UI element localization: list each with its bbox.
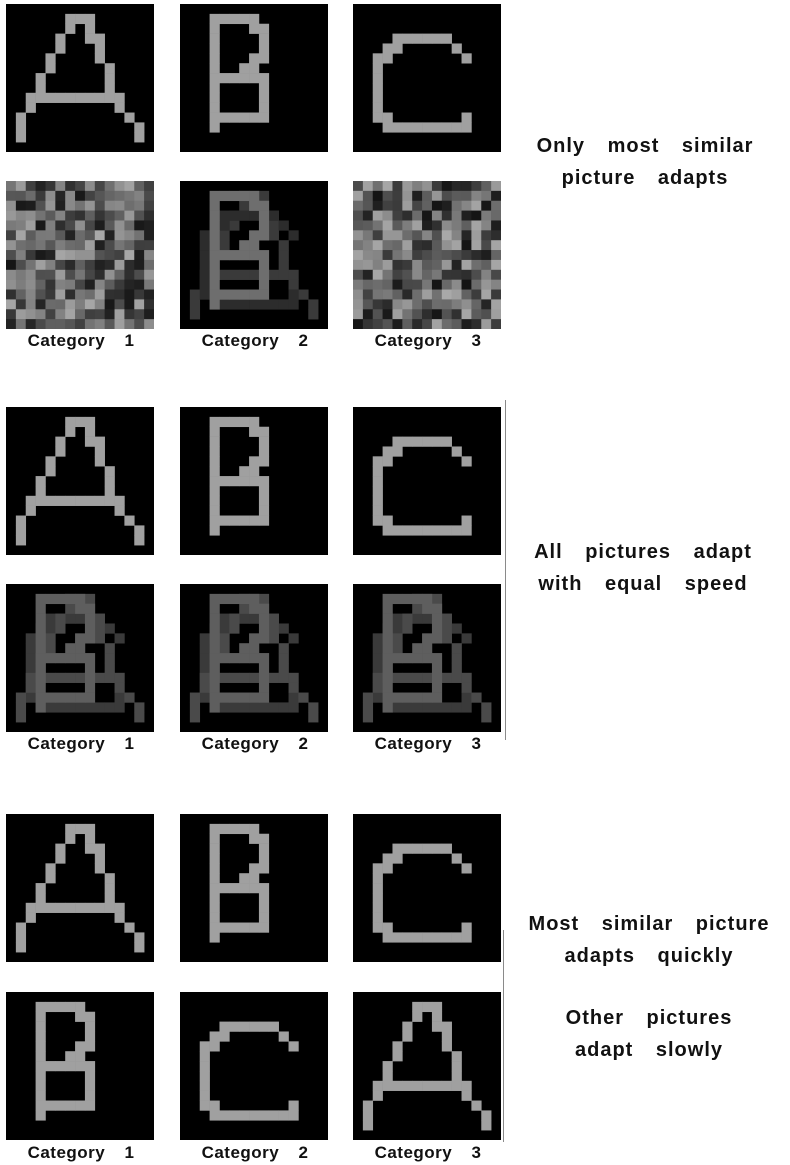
caption-line: picture adapts bbox=[510, 162, 780, 194]
letter-b-glyph bbox=[180, 814, 328, 962]
top-tile-a bbox=[6, 814, 154, 962]
bracket-line bbox=[503, 930, 504, 1142]
letter-a-glyph bbox=[6, 4, 154, 152]
noise-image bbox=[6, 181, 154, 329]
panel-caption: All pictures adapt with equal speed bbox=[508, 536, 778, 600]
letter-c-glyph bbox=[353, 814, 501, 962]
top-tile-b bbox=[180, 407, 328, 555]
letter-c-glyph bbox=[353, 407, 501, 555]
category-label: Category 1 bbox=[0, 734, 166, 754]
top-tile-c bbox=[353, 407, 501, 555]
category-1-tile bbox=[6, 181, 154, 329]
category-2-tile bbox=[180, 584, 328, 732]
category-label: Category 1 bbox=[0, 1143, 166, 1163]
letter-b-glyph bbox=[180, 4, 328, 152]
letter-b-glyph bbox=[6, 992, 154, 1140]
blended-abc-image bbox=[180, 584, 328, 732]
category-2-tile bbox=[180, 181, 328, 329]
category-2-tile bbox=[180, 992, 328, 1140]
blended-abc-image bbox=[353, 584, 501, 732]
caption-line: Only most similar bbox=[510, 130, 780, 162]
top-tile-c bbox=[353, 814, 501, 962]
caption-line: Other pictures bbox=[508, 1002, 790, 1034]
top-tile-b bbox=[180, 4, 328, 152]
caption-line: All pictures adapt bbox=[508, 536, 778, 568]
category-label: Category 3 bbox=[343, 734, 513, 754]
category-label: Category 1 bbox=[0, 331, 166, 351]
caption-line: adapts quickly bbox=[508, 940, 790, 972]
letter-a-glyph bbox=[353, 992, 501, 1140]
category-3-tile bbox=[353, 992, 501, 1140]
panel-caption: Only most similar picture adapts bbox=[510, 130, 780, 194]
noise-image bbox=[353, 181, 501, 329]
letter-c-glyph bbox=[180, 992, 328, 1140]
bracket-line bbox=[505, 400, 506, 740]
top-tile-b bbox=[180, 814, 328, 962]
letter-b-glyph bbox=[180, 407, 328, 555]
top-tile-a bbox=[6, 407, 154, 555]
category-label: Category 2 bbox=[170, 734, 340, 754]
category-label: Category 2 bbox=[170, 1143, 340, 1163]
panel-caption: Most similar picture adapts quickly bbox=[508, 908, 790, 972]
caption-line: with equal speed bbox=[508, 568, 778, 600]
category-1-tile bbox=[6, 584, 154, 732]
top-tile-c bbox=[353, 4, 501, 152]
adapted-b-image bbox=[180, 181, 328, 329]
category-3-tile bbox=[353, 181, 501, 329]
caption-line: Most similar picture bbox=[508, 908, 790, 940]
top-tile-a bbox=[6, 4, 154, 152]
category-label: Category 3 bbox=[343, 331, 513, 351]
panel-caption: Other pictures adapt slowly bbox=[508, 1002, 790, 1066]
category-3-tile bbox=[353, 584, 501, 732]
category-label: Category 2 bbox=[170, 331, 340, 351]
caption-line: adapt slowly bbox=[508, 1034, 790, 1066]
category-label: Category 3 bbox=[343, 1143, 513, 1163]
category-1-tile bbox=[6, 992, 154, 1140]
letter-c-glyph bbox=[353, 4, 501, 152]
blended-abc-image bbox=[6, 584, 154, 732]
letter-a-glyph bbox=[6, 814, 154, 962]
letter-a-glyph bbox=[6, 407, 154, 555]
